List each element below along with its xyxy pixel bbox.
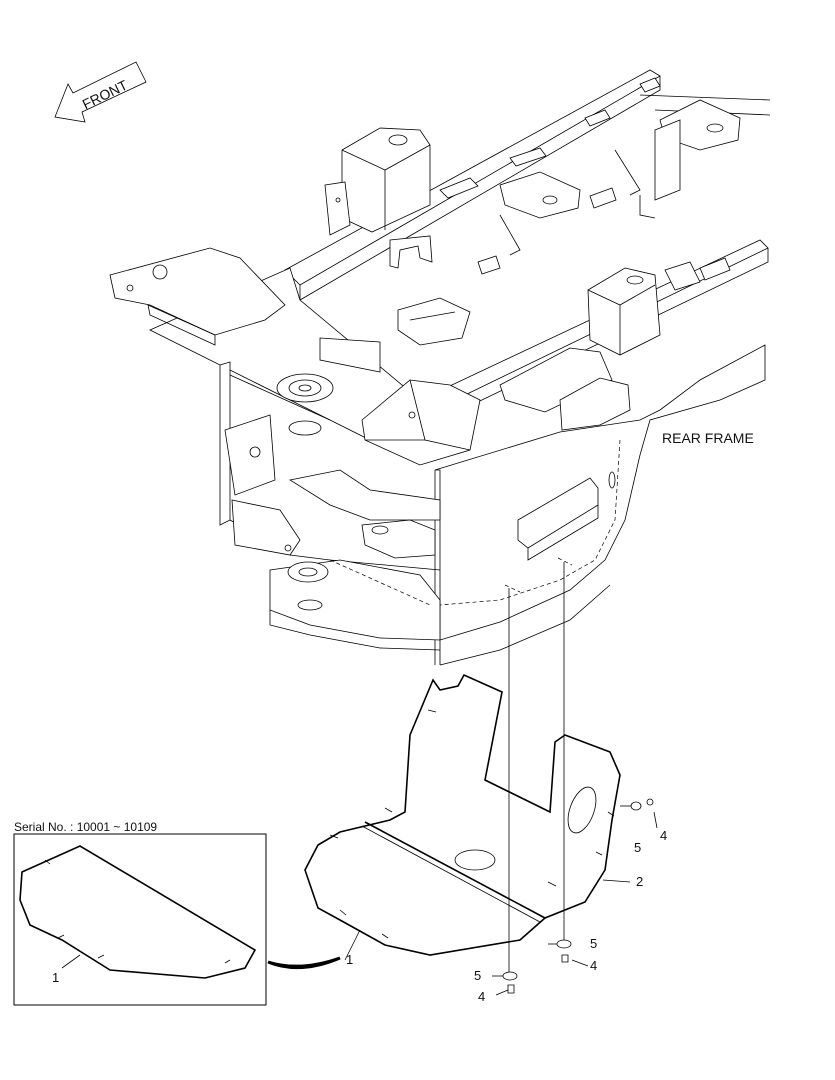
bolt-mid-icon	[561, 954, 569, 963]
callout-washer-low: 5	[474, 968, 481, 983]
callout-washer-upper: 5	[634, 840, 641, 855]
callout-bolt-mid: 4	[590, 958, 597, 973]
bottom-cover-plate	[304, 673, 621, 956]
callout-side-cover: 2	[636, 874, 643, 889]
serial-label: Serial No. : 10001 ~ 10109	[14, 820, 157, 834]
callout-bolt-upper: 4	[660, 828, 667, 843]
washer-mid-icon	[548, 939, 572, 949]
inset-box	[13, 833, 267, 1006]
reference-arrow-icon	[267, 956, 341, 970]
washer-bolt-upper-icon	[620, 798, 654, 811]
rear-frame-label: REAR FRAME	[662, 430, 754, 446]
bolt-low-icon	[495, 984, 515, 996]
callout-bolt-low: 4	[478, 989, 485, 1004]
rear-frame-drawing	[109, 69, 771, 666]
washer-low-icon	[492, 971, 518, 981]
callout-washer-mid: 5	[590, 936, 597, 951]
front-arrow-icon	[54, 61, 147, 123]
callout-main-cover: 1	[346, 952, 353, 967]
inset-cover-plate	[19, 845, 257, 979]
callout-inset-cover: 1	[52, 970, 59, 985]
alignment-lines	[504, 557, 573, 975]
